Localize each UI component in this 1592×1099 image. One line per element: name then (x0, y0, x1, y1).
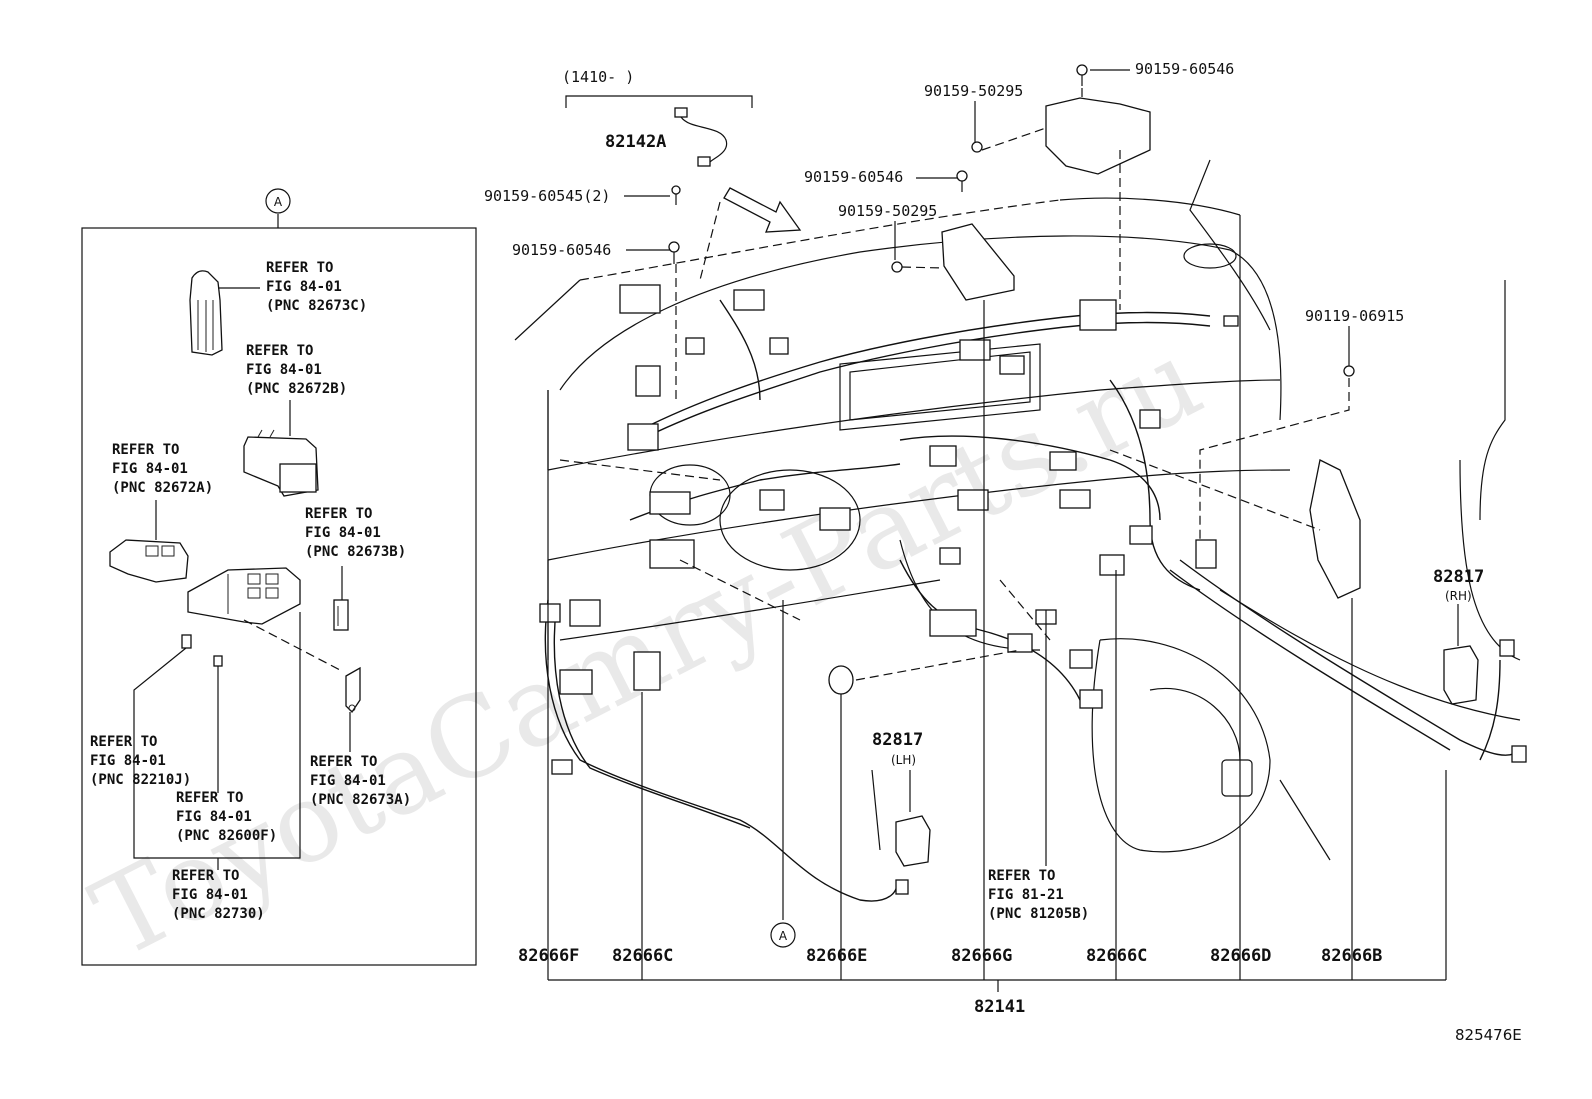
part-82666c-right-label: 82666C (1086, 946, 1147, 966)
ref-82600f-line3: (PNC 82600F) (176, 828, 277, 844)
ref-82673c-line2: FIG 84-01 (266, 279, 342, 295)
clip-90119-06915-label: 90119-06915 (1305, 307, 1404, 325)
bolt-90159-50295-mid-label: 90159-50295 (838, 202, 937, 220)
ref-82210j-line1: REFER TO (90, 734, 157, 750)
switch-82817-rh-icon (1443, 645, 1479, 705)
ref-82673a-line3: (PNC 82673A) (310, 792, 411, 808)
bolt-90159-60546-left-icon (668, 241, 680, 264)
bolt-90159-60546-top-icon (1076, 64, 1088, 86)
ref-81205b-line2: FIG 81-21 (988, 887, 1064, 903)
bolt-90159-60546-left-label: 90159-60546 (512, 241, 611, 259)
ref-82672b-line3: (PNC 82672B) (246, 381, 347, 397)
junction-block-icon (187, 567, 301, 625)
ref-82672b-line2: FIG 84-01 (246, 362, 322, 378)
ref-81205b-line3: (PNC 81205B) (988, 906, 1089, 922)
part-82817-lh-note: (LH) (891, 753, 916, 767)
ref-82672a-line3: (PNC 82672A) (112, 480, 213, 496)
ref-82673b-line2: FIG 84-01 (305, 525, 381, 541)
ref-81205b-line1: REFER TO (988, 868, 1055, 884)
ref-82673a-line1: REFER TO (310, 754, 377, 770)
part-82666g-label: 82666G (951, 946, 1012, 966)
part-82666c-left-label: 82666C (612, 946, 673, 966)
fuse-82600f-icon (213, 655, 223, 667)
callout-a-main-circle (770, 922, 796, 948)
part-82666b-label: 82666B (1321, 946, 1382, 966)
ref-82210j-line3: (PNC 82210J) (90, 772, 191, 788)
connector-82672a-icon (109, 539, 189, 583)
bolt-90159-60546-mid-label: 90159-60546 (804, 168, 903, 186)
callout-a-label: A (274, 195, 283, 209)
figure-id: 825476E (1455, 1026, 1522, 1044)
ref-82673b-line3: (PNC 82673B) (305, 544, 406, 560)
ref-82210j-line2: FIG 84-01 (90, 753, 166, 769)
bolt-90159-60546-mid-icon (956, 170, 968, 192)
fuse-82210j-icon (181, 634, 192, 649)
part-82817-rh-label: 82817 (1433, 567, 1484, 587)
part-82666e-label: 82666E (806, 946, 867, 966)
part-82817-rh-note: (RH) (1445, 589, 1472, 603)
top-labels: (1410- ) 82142A 90159-60545(2) 90159-605… (484, 60, 1404, 377)
ref-82600f-line1: REFER TO (176, 790, 243, 806)
bolt-90159-60545-icon (671, 185, 681, 205)
part-82141-label: 82141 (974, 997, 1025, 1017)
ref-82673b-line1: REFER TO (305, 506, 372, 522)
bolt-90159-50295-top-label: 90159-50295 (924, 82, 1023, 100)
callout-a-main-label: A (779, 929, 788, 943)
ref-82673c-line1: REFER TO (266, 260, 333, 276)
switch-82817-lh-icon (895, 815, 931, 867)
connector-82673b-icon (333, 599, 349, 631)
bolt-90159-50295-mid-icon (891, 261, 903, 273)
ref-82730-line1: REFER TO (172, 868, 239, 884)
ref-82730-line3: (PNC 82730) (172, 906, 265, 922)
dashboard-harness-drawing (514, 88, 1527, 902)
bracket-82673a-icon (345, 666, 361, 714)
ref-82730-line2: FIG 84-01 (172, 887, 248, 903)
part-82666f-label: 82666F (518, 946, 579, 966)
bracket-range-label: (1410- ) (562, 68, 634, 86)
bolt-90159-50295-top-icon (971, 141, 983, 153)
callout-a-circle (265, 188, 291, 214)
rh-bracket-icon (1309, 459, 1361, 599)
inset-frame (81, 227, 477, 966)
connector-82673c-icon (189, 270, 223, 356)
lh-module-icon (633, 651, 661, 691)
ref-82673a-line2: FIG 84-01 (310, 773, 386, 789)
forward-arrow-icon (723, 187, 802, 233)
ref-82672a-line1: REFER TO (112, 442, 179, 458)
part-82666d-label: 82666D (1210, 946, 1271, 966)
relay-82672b-icon (243, 429, 319, 497)
ref-82600f-line2: FIG 84-01 (176, 809, 252, 825)
bolt-90159-60546-top-label: 90159-60546 (1135, 60, 1234, 78)
part-82817-lh-label: 82817 (872, 730, 923, 750)
grommet-icon (828, 665, 854, 695)
center-bracket-icon (941, 223, 1015, 301)
ref-82673c-line3: (PNC 82673C) (266, 298, 367, 314)
sub-harness-82142a-label: 82142A (605, 132, 666, 152)
clip-90119-06915-icon (1343, 365, 1355, 377)
sub-harness-82142a-icon (674, 107, 728, 167)
ref-82672b-line1: REFER TO (246, 343, 313, 359)
bottom-callouts: A 82666F 82666C 82666E 82666G 82666C 826… (518, 215, 1447, 1017)
bolt-90159-60545-label: 90159-60545(2) (484, 187, 610, 205)
inset-box-a: A REFER TO FIG 84-01 (PNC 82673C) REFER … (81, 188, 477, 966)
ref-82672a-line2: FIG 84-01 (112, 461, 188, 477)
upper-bracket-icon (1045, 97, 1151, 175)
